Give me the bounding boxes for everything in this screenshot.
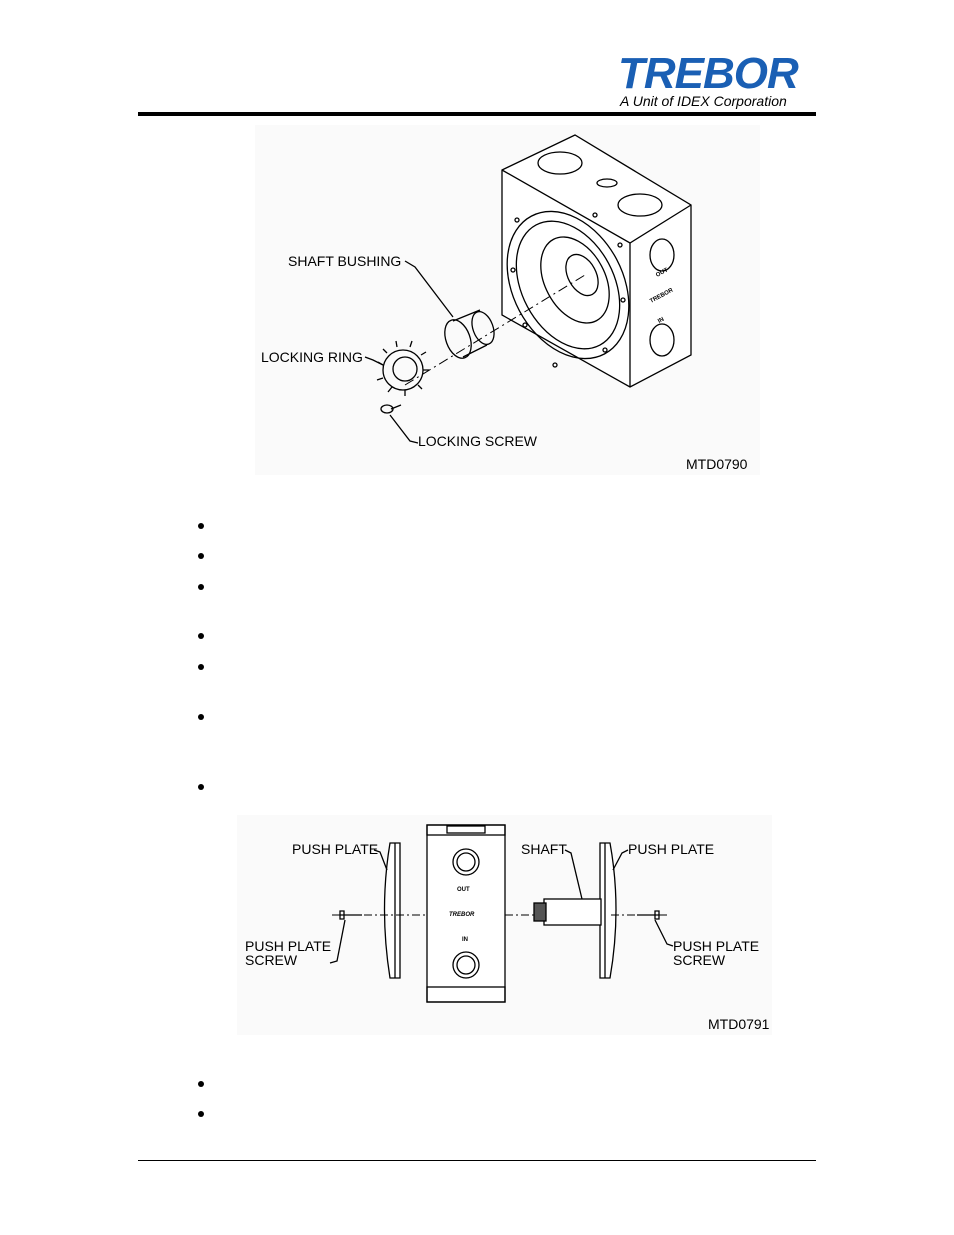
figure-mtd0791: OUT TREBOR IN PUSH PLATE PUSH PLATE SCRE… <box>237 815 772 1035</box>
body-out-marking: OUT <box>655 267 669 278</box>
list-bullet <box>198 1111 204 1117</box>
push-plate-diagram: OUT TREBOR IN PUSH PLATE PUSH PLATE SCRE… <box>245 824 770 1032</box>
list-bullet <box>198 633 204 639</box>
list-bullet <box>198 584 204 590</box>
trebor-logo: TREBOR <box>618 49 799 98</box>
body-out-marking: OUT <box>457 887 470 893</box>
figure-mtd0790: OUT TREBOR IN SHAFT BUSHING LOCKING RING… <box>255 125 760 475</box>
label-push-plate-screw-right: PUSH PLATE <box>673 938 759 954</box>
label-push-plate-left: PUSH PLATE <box>292 841 378 857</box>
label-shaft: SHAFT <box>521 841 567 857</box>
exploded-view-diagram: OUT TREBOR IN SHAFT BUSHING LOCKING RING… <box>261 134 748 472</box>
body-in-marking: IN <box>462 937 468 943</box>
list-bullet <box>198 714 204 720</box>
label-locking-screw: LOCKING SCREW <box>418 433 538 449</box>
label-shaft-bushing: SHAFT BUSHING <box>288 253 401 269</box>
figure-code: MTD0791 <box>708 1016 770 1032</box>
list-bullet <box>198 553 204 559</box>
list-bullet <box>198 523 204 529</box>
label-push-plate-right: PUSH PLATE <box>628 841 714 857</box>
list-bullet <box>198 664 204 670</box>
header-rule <box>138 112 816 116</box>
label-locking-ring: LOCKING RING <box>261 349 363 365</box>
list-bullet <box>198 1081 204 1087</box>
logo-tagline: A Unit of IDEX Corporation <box>620 93 787 109</box>
footer-rule <box>138 1160 816 1161</box>
body-in-marking: IN <box>657 317 665 325</box>
list-bullet <box>198 784 204 790</box>
label-push-plate-screw-left: SCREW <box>245 952 298 968</box>
body-brand-marking: TREBOR <box>449 912 475 918</box>
figure-code: MTD0790 <box>686 456 748 472</box>
label-push-plate-screw-left: PUSH PLATE <box>245 938 331 954</box>
label-push-plate-screw-right: SCREW <box>673 952 726 968</box>
